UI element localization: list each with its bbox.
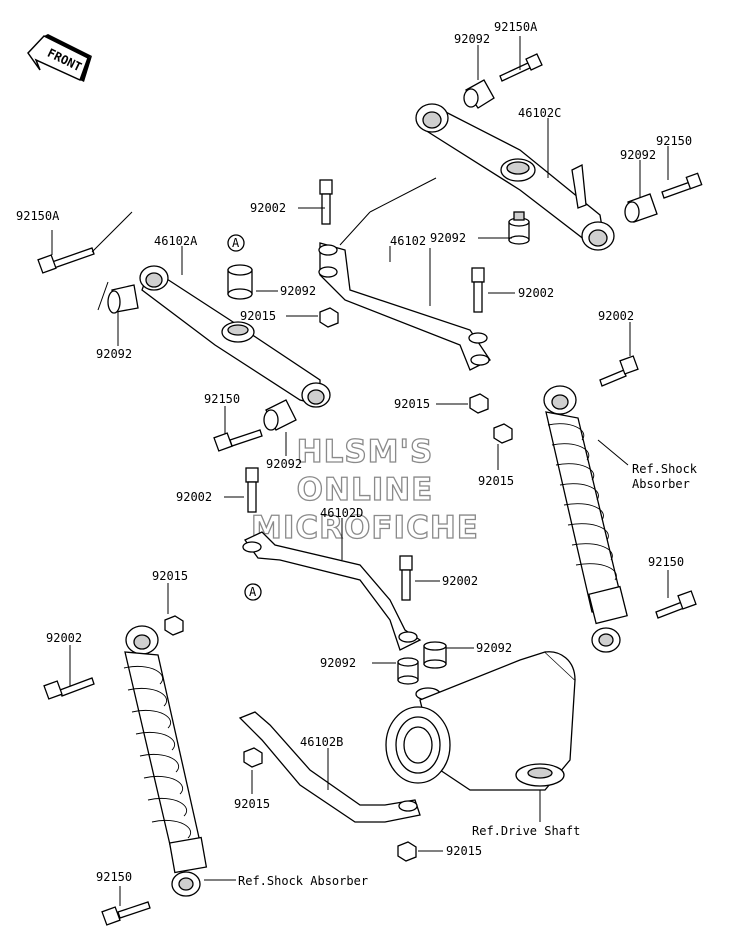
shock-absorber-left <box>123 625 208 897</box>
bolt-92002-e <box>399 555 413 601</box>
nut-92015-d <box>164 615 184 636</box>
bushing-92092-c <box>263 399 297 431</box>
arm-46102 <box>318 242 491 371</box>
part-labels: 92150A 92092 46102C 92150 92092 92002 92… <box>16 20 698 888</box>
label-92015-d: 92015 <box>152 569 188 583</box>
label-92015-f: 92015 <box>446 844 482 858</box>
label-92002-e: 92002 <box>442 574 478 588</box>
shock-absorber-right <box>543 385 628 653</box>
nut-92015-c <box>493 423 513 444</box>
label-92150-bottom: 92150 <box>96 870 132 884</box>
bolt-92002-a <box>319 179 333 225</box>
bushing-92092-top <box>463 79 495 109</box>
label-92150-right2: 92150 <box>648 555 684 569</box>
bushing-92092-mid <box>508 211 530 245</box>
label-92150-mid: 92150 <box>204 392 240 406</box>
bushing-92092-b <box>227 264 253 300</box>
label-92015-b: 92015 <box>394 397 430 411</box>
label-46102B: 46102B <box>300 735 343 749</box>
label-92092-left: 92092 <box>96 347 132 361</box>
marker-a-lower-label: A <box>249 585 257 599</box>
upper-arm-46102C <box>415 103 615 251</box>
bushing-92092-e <box>415 641 447 701</box>
watermark-line-2: ONLINE <box>297 472 434 508</box>
label-92092-e: 92092 <box>476 641 512 655</box>
bolt-92150-mid <box>213 429 263 452</box>
lower-arm-46102D <box>242 531 422 651</box>
bolt-92002-d <box>599 355 639 387</box>
label-92002-d: 92002 <box>176 490 212 504</box>
label-92002-f: 92002 <box>46 631 82 645</box>
bolt-92002-f <box>43 677 95 700</box>
bolt-92150A-left <box>37 247 95 274</box>
label-92092-mid: 92092 <box>430 231 466 245</box>
bushing-92092-d <box>397 657 419 685</box>
label-46102A: 46102A <box>154 234 198 248</box>
label-92150A-left: 92150A <box>16 209 60 223</box>
bolt-92150-bottom <box>101 901 151 926</box>
label-92092-d: 92092 <box>320 656 356 670</box>
label-92015-a: 92015 <box>240 309 276 323</box>
watermark: HLSM'S ONLINE MICROFICHE <box>250 433 479 546</box>
watermark-line-3: MICROFICHE <box>251 510 479 546</box>
label-92002-a: 92002 <box>250 201 286 215</box>
bolt-92150-right2 <box>655 590 697 619</box>
bushing-92092-right <box>624 193 658 223</box>
nut-92015-e <box>243 747 263 768</box>
label-92092-c: 92092 <box>266 457 302 471</box>
bolt-92002-b <box>471 267 485 313</box>
nut-92015-b <box>469 393 489 414</box>
label-ref-shock-right-1: Ref.Shock <box>632 462 698 476</box>
marker-a-upper: A <box>227 234 245 252</box>
label-92150-right: 92150 <box>656 134 692 148</box>
nut-92015-f <box>397 841 417 862</box>
watermark-line-1: HLSM'S <box>297 434 434 470</box>
drive-shaft-housing <box>385 651 576 791</box>
label-46102D: 46102D <box>320 506 363 520</box>
label-ref-shock-right-2: Absorber <box>632 477 690 491</box>
marker-a-lower: A <box>244 583 262 601</box>
bushing-92092-left <box>107 284 139 314</box>
bolt-92150-right <box>661 172 703 199</box>
marker-a-upper-label: A <box>232 236 240 250</box>
nut-92015-a <box>319 307 339 328</box>
lower-arm-46102B <box>238 711 421 823</box>
label-ref-drive-shaft: Ref.Drive Shaft <box>472 824 580 838</box>
upper-arm-46102A <box>139 265 331 408</box>
leader-lines <box>51 36 669 906</box>
label-46102: 46102 <box>390 234 426 248</box>
label-92002-c: 92002 <box>598 309 634 323</box>
label-92092-top: 92092 <box>454 32 490 46</box>
label-92092-right: 92092 <box>620 148 656 162</box>
label-92015-c: 92015 <box>478 474 514 488</box>
label-92002-b: 92002 <box>518 286 554 300</box>
label-92150A-top: 92150A <box>494 20 538 34</box>
label-ref-shock-left: Ref.Shock Absorber <box>238 874 368 888</box>
label-92092-b: 92092 <box>280 284 316 298</box>
bolt-92150A-top <box>499 53 543 82</box>
label-46102C: 46102C <box>518 106 561 120</box>
front-direction-arrow: FRONT <box>27 34 92 82</box>
bolt-92002-c <box>245 467 259 513</box>
label-92015-e: 92015 <box>234 797 270 811</box>
